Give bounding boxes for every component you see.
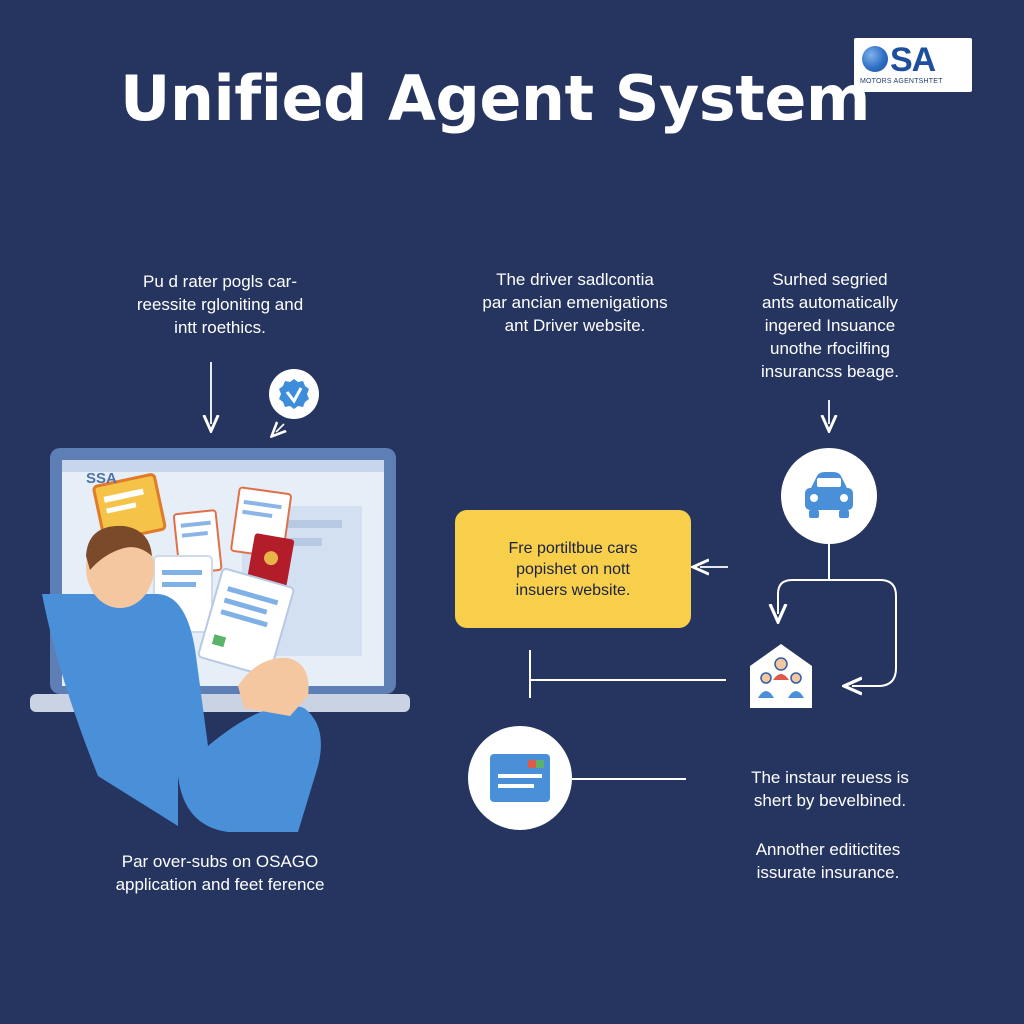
arrow-split-left (778, 579, 829, 614)
page-title: Unified Agent System (119, 62, 871, 135)
caption-bottom-right-2: Annother editictites issurate insurance. (755, 840, 901, 882)
card-circle (468, 726, 572, 830)
caption-top-center: The driver sadlcontia par ancian emeniga… (482, 270, 668, 335)
person-at-laptop-illustration (28, 446, 412, 836)
card-icon (490, 754, 550, 802)
caption-bottom-right-1: The instaur reuess is shert by bevelbine… (751, 768, 909, 810)
logo-mark: SA (890, 41, 936, 79)
globe-icon (862, 46, 888, 72)
callout-box: Fre portiltbue cars popishet on nott ins… (455, 510, 691, 628)
agents-house-icon (746, 640, 816, 710)
laptop-screen-brand: SSA (86, 470, 117, 487)
car-icon (805, 472, 853, 518)
arrow-split-right (829, 579, 897, 686)
arrow-badge (276, 424, 284, 432)
logo-subtitle: MOTORS AGENTSHTET (860, 78, 943, 85)
caption-bottom-left: Par over-subs on OSAGO application and f… (115, 852, 325, 894)
brand-logo: SA MOTORS AGENTSHTET (854, 38, 972, 92)
caption-top-right: Surhed segried ants automatically ingere… (761, 270, 899, 381)
car-circle (781, 448, 877, 544)
caption-top-left: Pu d rater pogls car- reessite rglonitin… (136, 272, 304, 337)
verified-badge-icon (268, 368, 320, 420)
